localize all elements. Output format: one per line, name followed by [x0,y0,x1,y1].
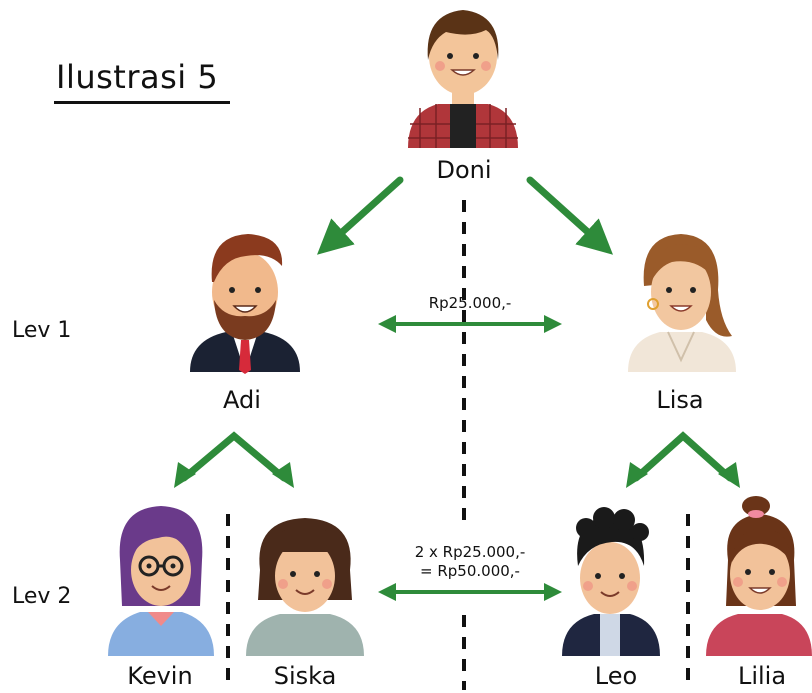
lisa-avatar [628,234,736,372]
arrow-doni-lisa [526,176,614,255]
name-leo: Leo [594,662,638,690]
arrowhead-siska [272,462,294,488]
level-2-label: Lev 2 [12,584,72,609]
amount-lev2-line1: 2 x Rp25.000,- [414,543,526,561]
arrowhead-kevin [174,462,196,488]
lilia-avatar [706,496,812,656]
leo-avatar [562,507,660,656]
level-1-label: Lev 1 [12,318,72,343]
adi-avatar [190,234,300,374]
arrow-adi-kevin-siska [180,431,288,482]
arrow-lisa-leo-lilia [632,431,734,482]
amount-lev2-line2: = Rp50.000,- [420,562,520,580]
double-arrow-lev1 [378,315,562,333]
arrowhead-lilia [718,462,740,488]
name-adi: Adi [223,386,261,414]
name-kevin: Kevin [127,662,193,690]
arrow-doni-adi [316,176,404,255]
page-title: Ilustrasi 5 [56,58,219,96]
name-lisa: Lisa [656,386,704,414]
name-doni: Doni [436,156,492,184]
kevin-avatar [108,506,214,656]
name-siska: Siska [273,662,337,690]
arrowhead-leo [626,462,648,488]
title-underline [54,101,230,104]
amount-lev1: Rp25.000,- [428,294,512,312]
siska-avatar [246,518,364,656]
double-arrow-lev2 [378,583,562,601]
name-lilia: Lilia [737,662,787,690]
doni-avatar [408,10,518,148]
